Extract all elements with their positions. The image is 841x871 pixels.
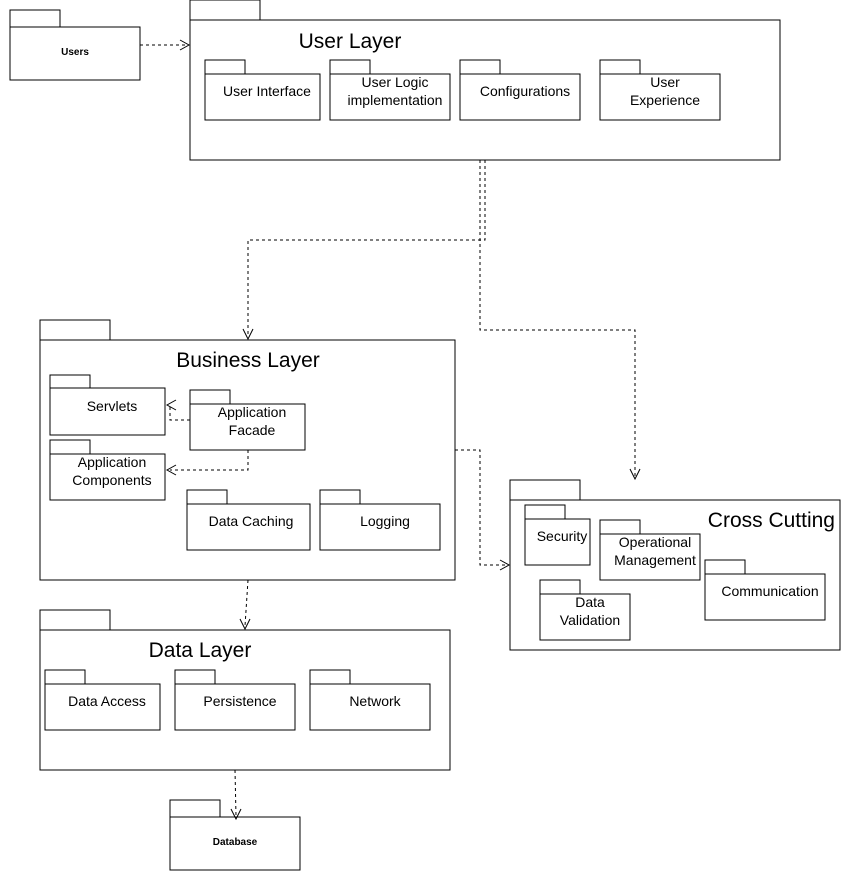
business-layer-title: Business Layer [176, 349, 320, 372]
arrow-business-to-cross-cutting [455, 449, 511, 571]
logging-label: Logging [360, 513, 410, 529]
operational-management-label-line2: Management [614, 552, 696, 568]
data-validation-label-line2: Validation [560, 612, 620, 628]
users-package: Users [9, 9, 141, 81]
user-logic-label-line2: implementation [348, 92, 443, 108]
application-facade-package: Application Facade [189, 389, 306, 451]
arrow-facade-to-components [165, 450, 249, 476]
data-access-label: Data Access [68, 693, 146, 709]
communication-package: Communication [704, 559, 826, 621]
operational-management-label-line1: Operational [619, 534, 691, 550]
data-layer-title: Data Layer [149, 639, 252, 662]
arrow-business-to-data-layer [239, 579, 251, 631]
data-caching-label: Data Caching [209, 513, 294, 529]
data-validation-package: Data Validation [539, 579, 631, 641]
arrow-user-layer-to-business-layer [242, 160, 486, 341]
communication-label: Communication [721, 583, 818, 599]
network-label: Network [349, 693, 401, 709]
application-facade-label-line2: Facade [229, 422, 276, 438]
user-interface-label: User Interface [223, 83, 311, 99]
application-facade-label-line1: Application [218, 404, 287, 420]
database-package: Database [169, 799, 301, 871]
arrow-user-layer-to-cross-cutting [479, 160, 641, 481]
data-caching-package: Data Caching [186, 489, 311, 551]
user-logic-package: User Logic implementation [329, 59, 451, 121]
logging-package: Logging [319, 489, 441, 551]
cross-cutting-title: Cross Cutting [708, 509, 835, 532]
arrow-data-layer-to-database [230, 769, 242, 821]
servlets-label: Servlets [87, 398, 138, 414]
user-experience-label-line1: User [650, 74, 680, 90]
application-components-label-line2: Components [72, 472, 151, 488]
configurations-label: Configurations [480, 83, 570, 99]
application-components-label-line1: Application [78, 454, 147, 470]
user-layer-title: User Layer [299, 30, 402, 53]
application-components-package: Application Components [49, 439, 166, 501]
security-package: Security [524, 504, 591, 566]
network-package: Network [309, 669, 431, 731]
data-validation-label-line1: Data [575, 594, 605, 610]
user-experience-package: User Experience [599, 59, 721, 121]
persistence-package: Persistence [174, 669, 296, 731]
database-label: Database [213, 837, 258, 848]
arrow-users-to-user-layer [140, 39, 191, 51]
user-interface-package: User Interface [204, 59, 321, 121]
security-label: Security [537, 528, 588, 544]
user-logic-label-line1: User Logic [362, 74, 429, 90]
configurations-package: Configurations [459, 59, 581, 121]
arrow-facade-to-servlets [165, 399, 190, 421]
users-label: Users [61, 47, 89, 58]
user-experience-label-line2: Experience [630, 92, 700, 108]
operational-management-package: Operational Management [599, 519, 701, 581]
persistence-label: Persistence [203, 693, 276, 709]
servlets-package: Servlets [49, 374, 166, 436]
data-access-package: Data Access [44, 669, 161, 731]
